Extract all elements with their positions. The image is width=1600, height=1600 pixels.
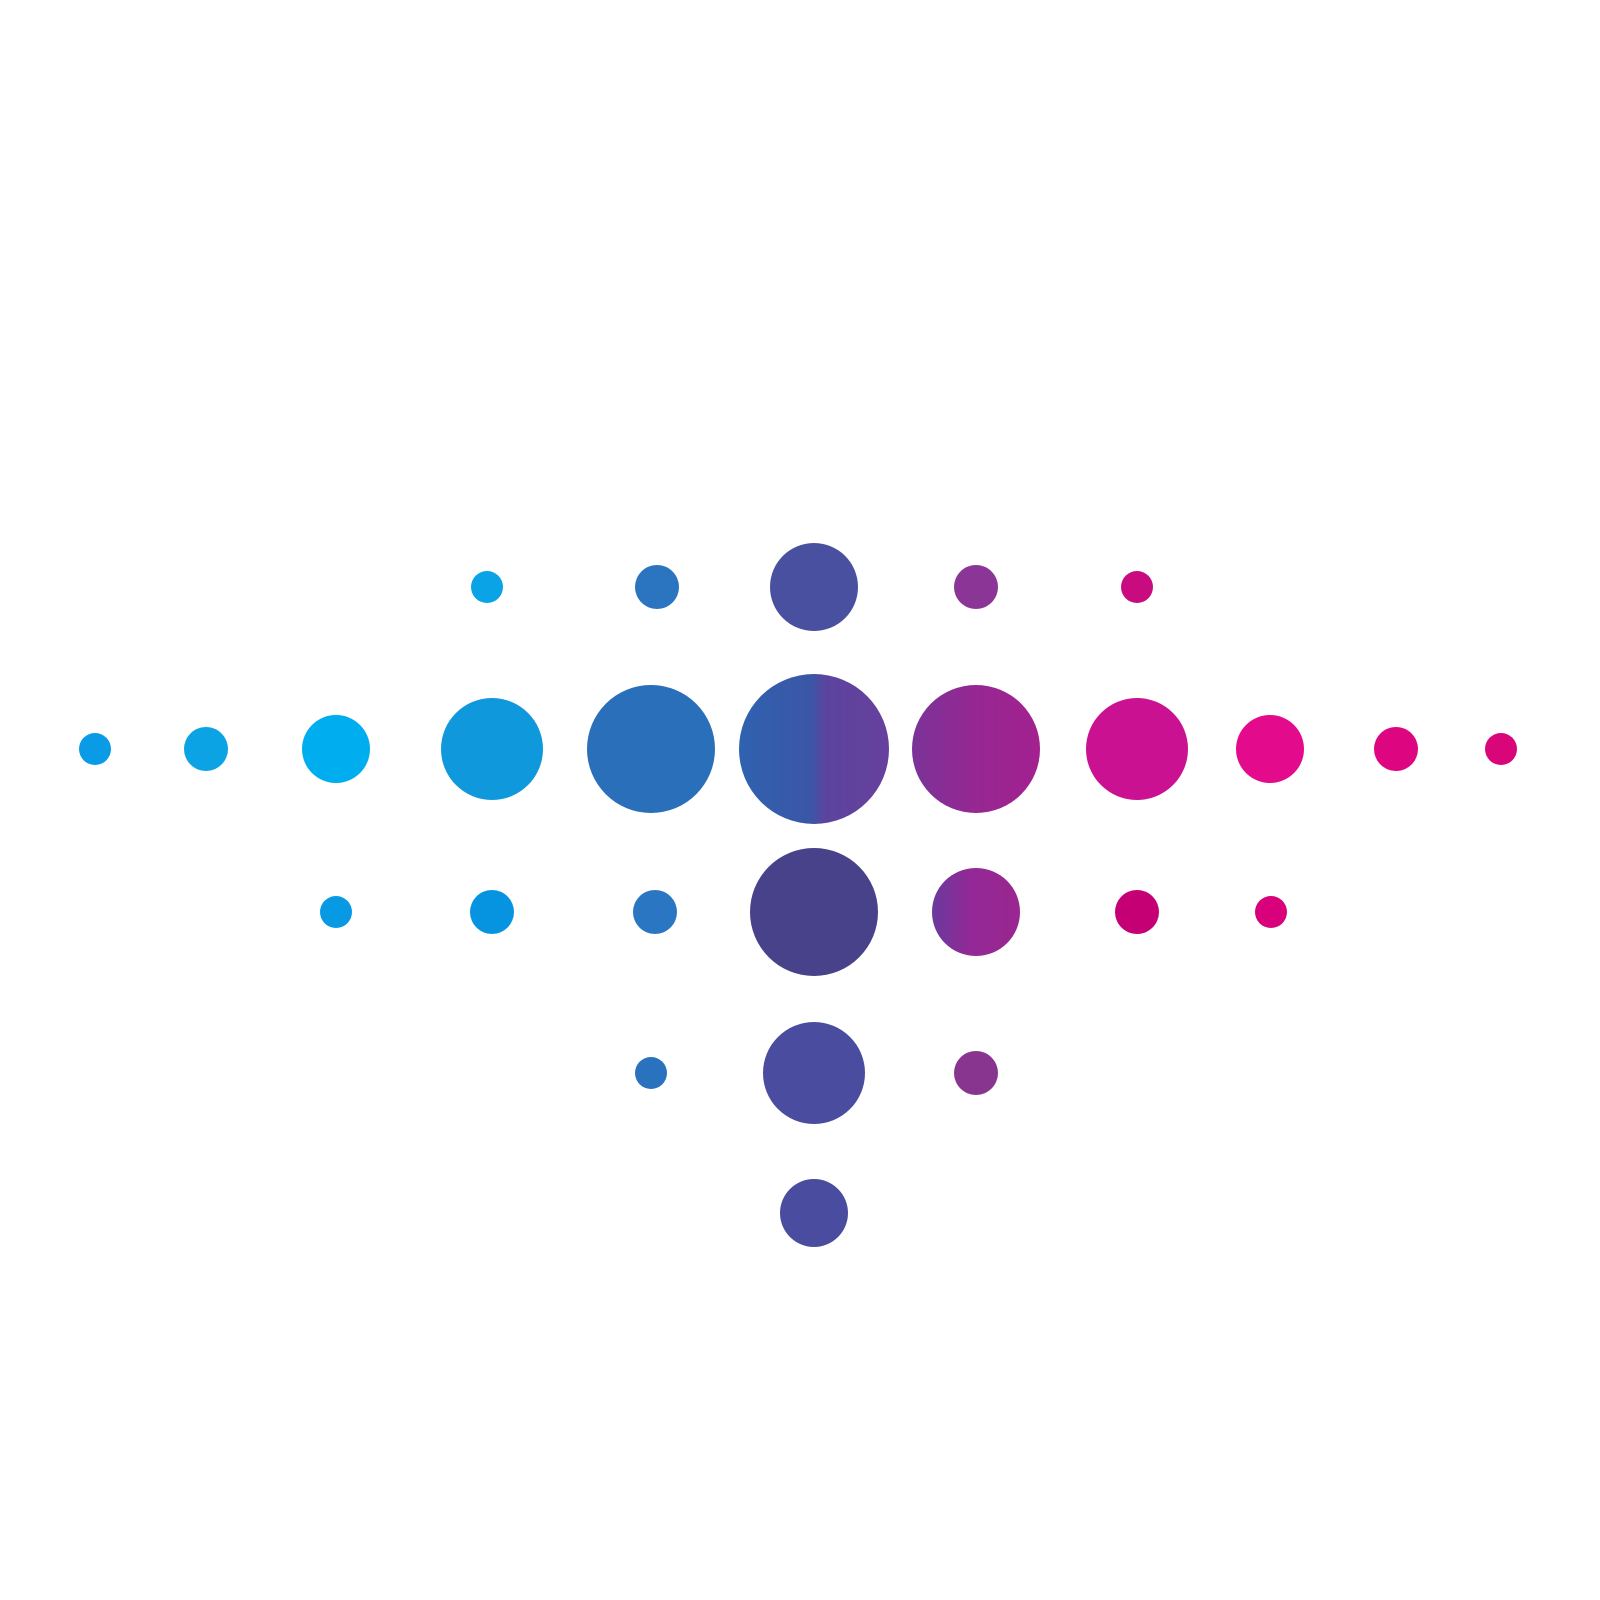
logo-dot (932, 868, 1020, 956)
logo-dot (184, 727, 228, 771)
logo-dot (912, 685, 1040, 813)
logo-dot (770, 543, 858, 631)
logo-dot (320, 896, 352, 928)
logo-dot (302, 715, 370, 783)
logo-dot (441, 698, 543, 800)
logo-dot (1374, 727, 1418, 771)
logo-dot (954, 1051, 998, 1095)
logo-dot (763, 1022, 865, 1124)
logo-dot (471, 571, 503, 603)
logo-dot (1485, 733, 1517, 765)
logo-dot (739, 674, 889, 824)
logo-dot (954, 565, 998, 609)
logo-dot (1255, 896, 1287, 928)
logo-dot (79, 733, 111, 765)
logo-dot (780, 1179, 848, 1247)
logo-dot (750, 848, 878, 976)
logo-dot (633, 890, 677, 934)
logo-dot (1086, 698, 1188, 800)
logo-dot (635, 1057, 667, 1089)
logo-dot (470, 890, 514, 934)
logo-dot (635, 565, 679, 609)
logo-dot (1121, 571, 1153, 603)
logo-dot (1115, 890, 1159, 934)
logo-dot (587, 685, 715, 813)
logo-dot (1236, 715, 1304, 783)
